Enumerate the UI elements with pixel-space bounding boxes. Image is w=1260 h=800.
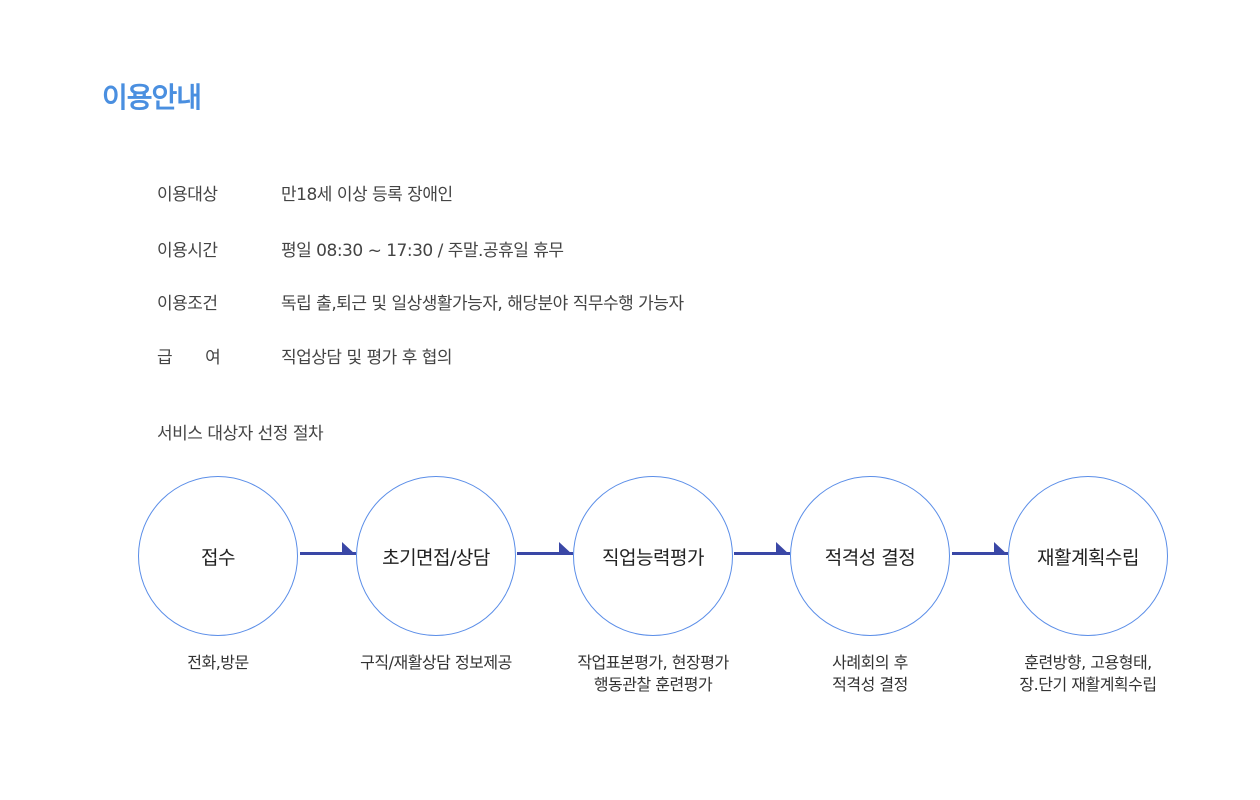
info-value: 평일 08:30 ~ 17:30 / 주말.공휴일 휴무: [281, 241, 564, 261]
process-title: 서비스 대상자 선정 절차: [157, 424, 324, 444]
arrow-right-icon: [952, 542, 1008, 555]
step-circle: 초기면접/상담: [356, 476, 516, 636]
arrow-right-icon: [734, 542, 790, 555]
info-value: 독립 출,퇴근 및 일상생활가능자, 해당분야 직무수행 가능자: [281, 294, 684, 314]
page-title: 이용안내: [102, 81, 202, 114]
step-circle: 접수: [138, 476, 298, 636]
step-description: 작업표본평가, 현장평가 행동관찰 훈련평가: [577, 653, 729, 694]
info-value: 만18세 이상 등록 장애인: [281, 185, 453, 205]
step-circle: 직업능력평가: [573, 476, 733, 636]
step-description: 훈련방향, 고용형태, 장.단기 재활계획수립: [1019, 653, 1157, 694]
step-description: 전화,방문: [187, 653, 249, 672]
arrow-right-icon: [300, 542, 356, 555]
info-label: 이용조건: [157, 294, 218, 314]
info-label: 이용대상: [157, 185, 218, 205]
step-description: 사례회의 후 적격성 결정: [832, 653, 908, 694]
arrow-right-icon: [517, 542, 573, 555]
info-label: 급 여: [157, 348, 221, 368]
info-label: 이용시간: [157, 241, 218, 261]
step-description: 구직/재활상담 정보제공: [360, 653, 512, 672]
info-value: 직업상담 및 평가 후 협의: [281, 348, 453, 368]
step-circle: 적격성 결정: [790, 476, 950, 636]
step-circle: 재활계획수립: [1008, 476, 1168, 636]
